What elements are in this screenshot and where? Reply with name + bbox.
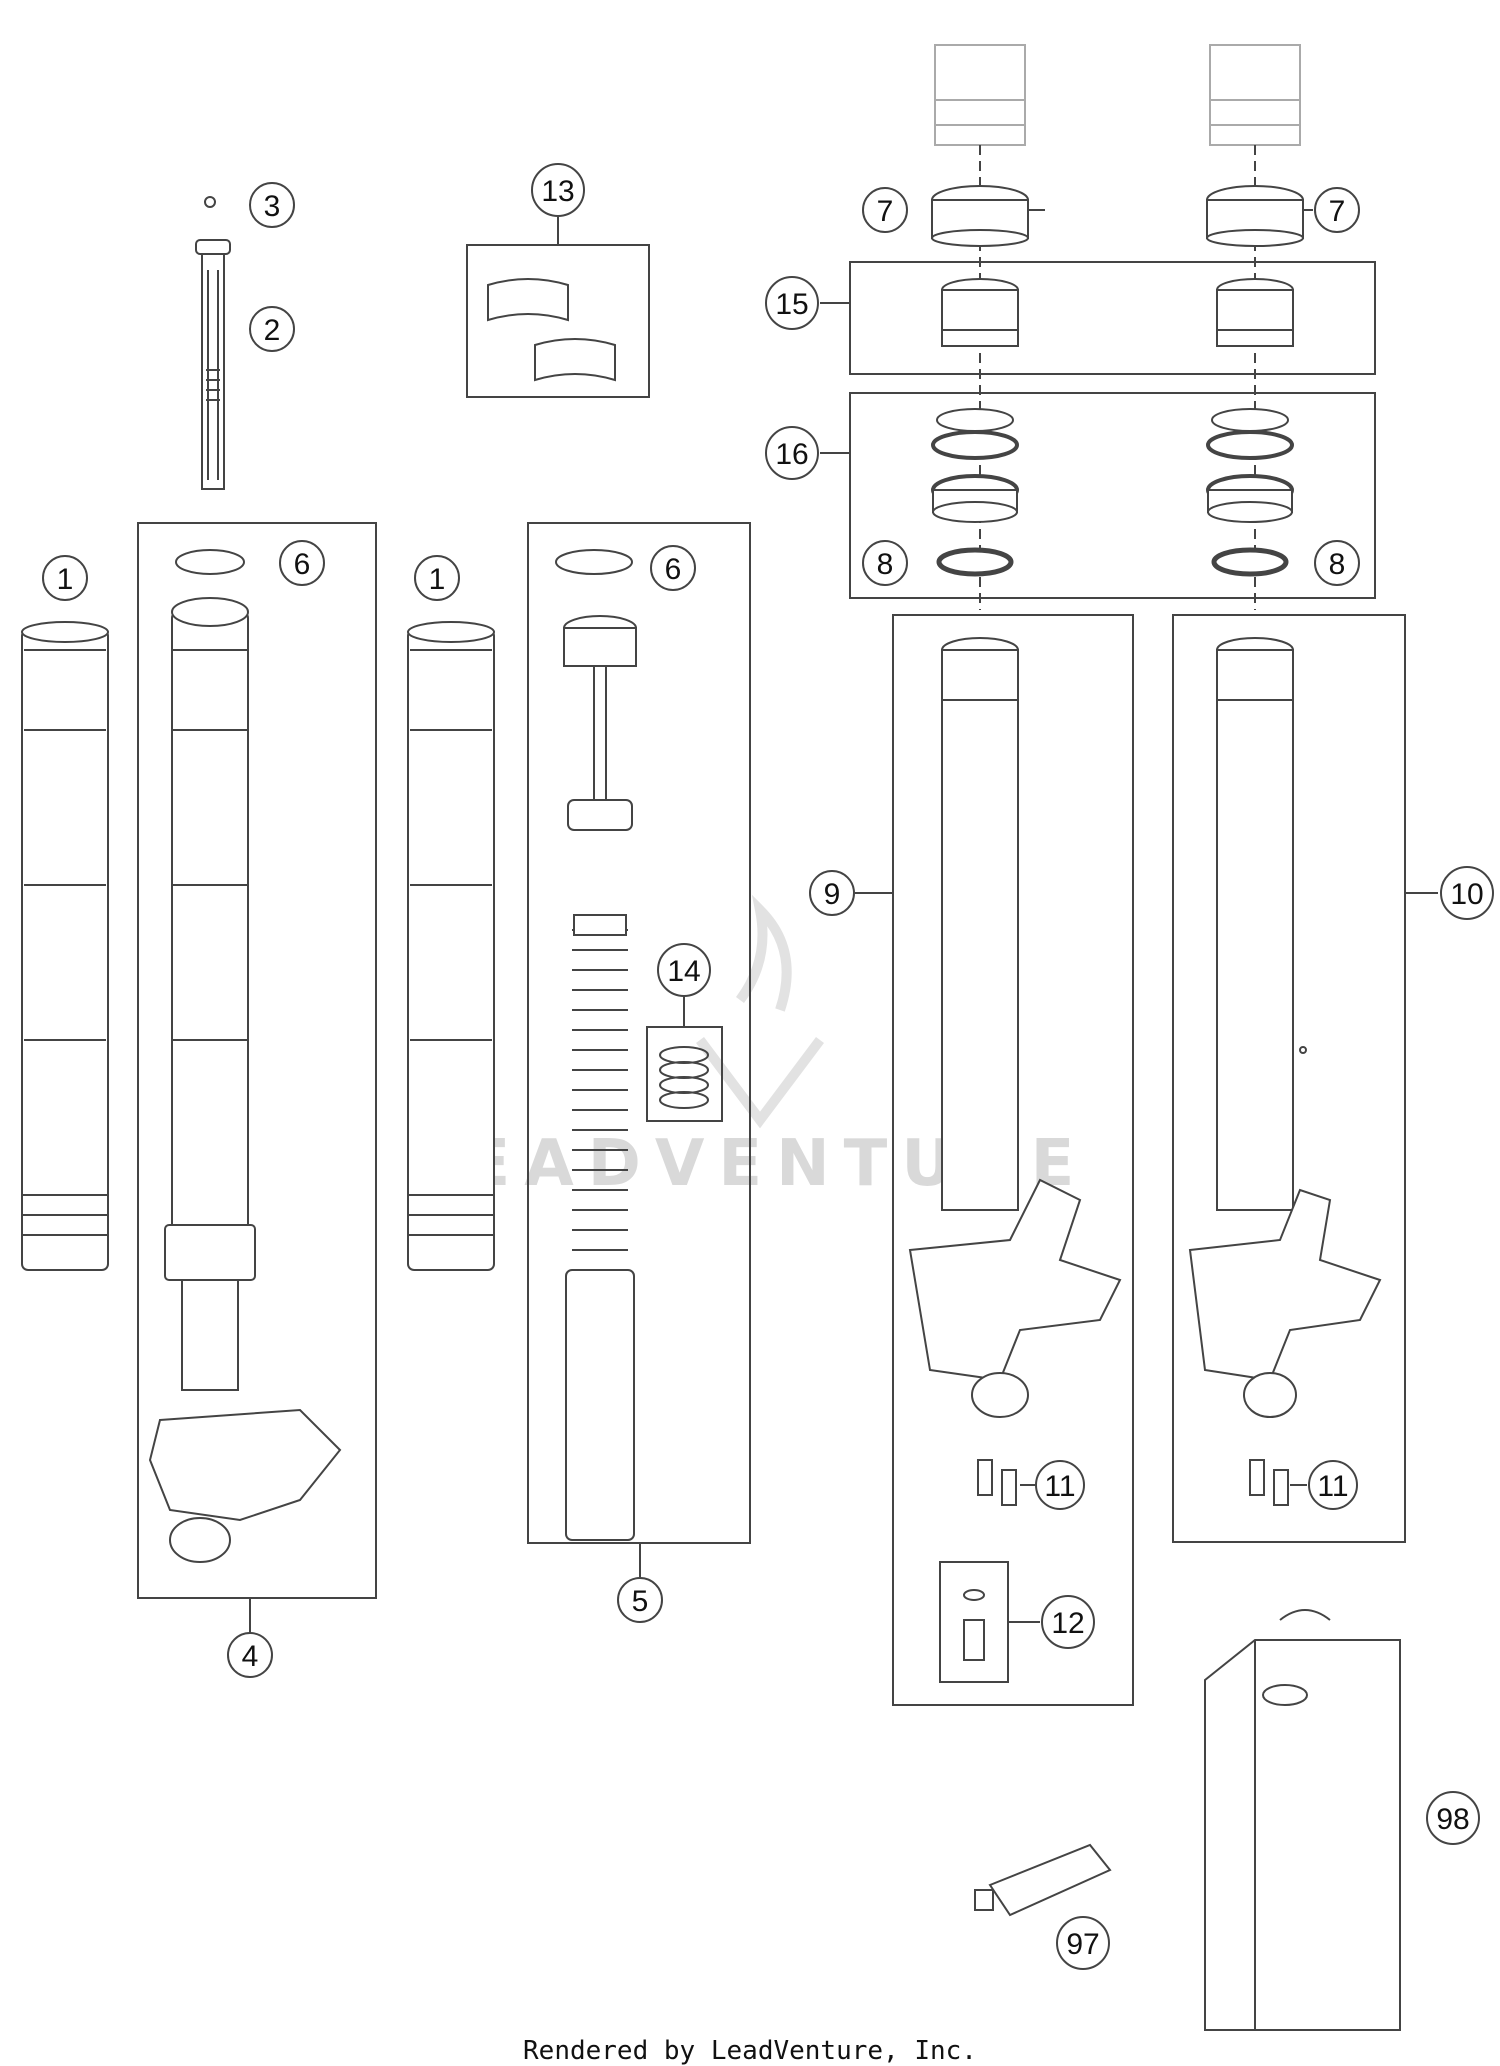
callout-5[interactable]: 5 (617, 1577, 663, 1623)
guide-bushing-right[interactable] (1216, 278, 1294, 347)
callout-1-left[interactable]: 1 (42, 555, 88, 601)
callout-11-right[interactable]: 11 (1308, 1460, 1358, 1510)
svg-text:13: 13 (541, 175, 574, 208)
svg-text:98: 98 (1436, 1803, 1469, 1836)
svg-text:15: 15 (775, 288, 808, 321)
svg-text:8: 8 (1329, 548, 1346, 581)
svg-text:6: 6 (294, 548, 311, 581)
callout-12[interactable]: 12 (1041, 1595, 1095, 1649)
svg-text:97: 97 (1066, 1928, 1099, 1961)
inner-tube-left[interactable] (908, 637, 1122, 1506)
outer-tube-left[interactable] (21, 621, 109, 1271)
bleed-screw-part[interactable] (963, 1589, 985, 1661)
svg-text:5: 5 (632, 1585, 649, 1618)
svg-text:9: 9 (824, 878, 841, 911)
callout-8-right[interactable]: 8 (1314, 540, 1360, 586)
callout-11-left[interactable]: 11 (1035, 1460, 1085, 1510)
clamp-ring-right[interactable] (1206, 185, 1304, 247)
seal-kit-box (849, 392, 1376, 599)
fork-oil-can-part[interactable] (1204, 1609, 1401, 2031)
callout-7-left[interactable]: 7 (862, 187, 908, 233)
svg-text:16: 16 (775, 438, 808, 471)
callout-4[interactable]: 4 (227, 1632, 273, 1678)
guide-bushing-left[interactable] (941, 278, 1019, 347)
svg-text:3: 3 (264, 190, 281, 223)
svg-text:1: 1 (429, 563, 446, 596)
callout-1-right[interactable]: 1 (414, 555, 460, 601)
svg-text:8: 8 (877, 548, 894, 581)
cartridge-box (527, 522, 751, 1544)
callout-13[interactable]: 13 (531, 163, 585, 217)
svg-text:14: 14 (667, 955, 700, 988)
o-ring-right[interactable] (1211, 547, 1289, 577)
callout-6-right[interactable]: 6 (650, 545, 696, 591)
triple-clamp-tube-right (1209, 44, 1301, 146)
svg-text:4: 4 (242, 1640, 259, 1673)
callout-3[interactable]: 3 (249, 182, 295, 228)
svg-text:1: 1 (57, 563, 74, 596)
svg-text:11: 11 (1317, 1470, 1348, 1503)
callout-10[interactable]: 10 (1440, 866, 1494, 920)
svg-text:12: 12 (1051, 1607, 1084, 1640)
fork-leg-assembly-left[interactable] (148, 597, 342, 1563)
svg-text:6: 6 (665, 553, 682, 586)
seal-set-right[interactable] (1206, 408, 1294, 523)
svg-text:7: 7 (877, 195, 894, 228)
protective-film-part[interactable] (487, 278, 616, 382)
outer-tube-right[interactable] (407, 621, 495, 1271)
triple-clamp-tube-left (934, 44, 1026, 146)
seal-set-left[interactable] (931, 408, 1019, 523)
inner-tube-right[interactable] (1188, 637, 1382, 1506)
spring-box (646, 1026, 723, 1122)
cartridge-part[interactable] (563, 615, 637, 1541)
o-ring-left[interactable] (936, 547, 1014, 577)
callout-98[interactable]: 98 (1426, 1791, 1480, 1845)
callout-15[interactable]: 15 (765, 276, 819, 330)
spring-part[interactable] (659, 1046, 709, 1109)
svg-text:11: 11 (1044, 1470, 1075, 1503)
callout-97[interactable]: 97 (1056, 1916, 1110, 1970)
callout-8-left[interactable]: 8 (862, 540, 908, 586)
o-ring-part-2[interactable] (555, 549, 633, 575)
callout-14[interactable]: 14 (657, 943, 711, 997)
small-screw-part[interactable] (204, 196, 216, 208)
fork-assembly-left-box (137, 522, 377, 1599)
watermark-logo (696, 894, 824, 1129)
inner-tube-left-box (892, 614, 1134, 1706)
svg-text:10: 10 (1450, 878, 1483, 911)
svg-text:7: 7 (1329, 195, 1346, 228)
footer-credit: Rendered by LeadVenture, Inc. (523, 2036, 977, 2066)
callout-16[interactable]: 16 (765, 426, 819, 480)
svg-text:2: 2 (264, 314, 281, 347)
clamp-ring-left[interactable] (931, 185, 1029, 247)
grease-tube-part[interactable] (974, 1843, 1112, 1917)
callout-2[interactable]: 2 (249, 306, 295, 352)
leader-lines (249, 209, 1438, 1633)
callout-7-right[interactable]: 7 (1314, 187, 1360, 233)
callout-9[interactable]: 9 (809, 870, 855, 916)
adjuster-rod-part[interactable] (195, 239, 231, 490)
guide-bushing-box (849, 261, 1376, 375)
inner-tube-right-box (1172, 614, 1406, 1543)
callout-6-left[interactable]: 6 (279, 540, 325, 586)
o-ring-part[interactable] (175, 549, 245, 575)
